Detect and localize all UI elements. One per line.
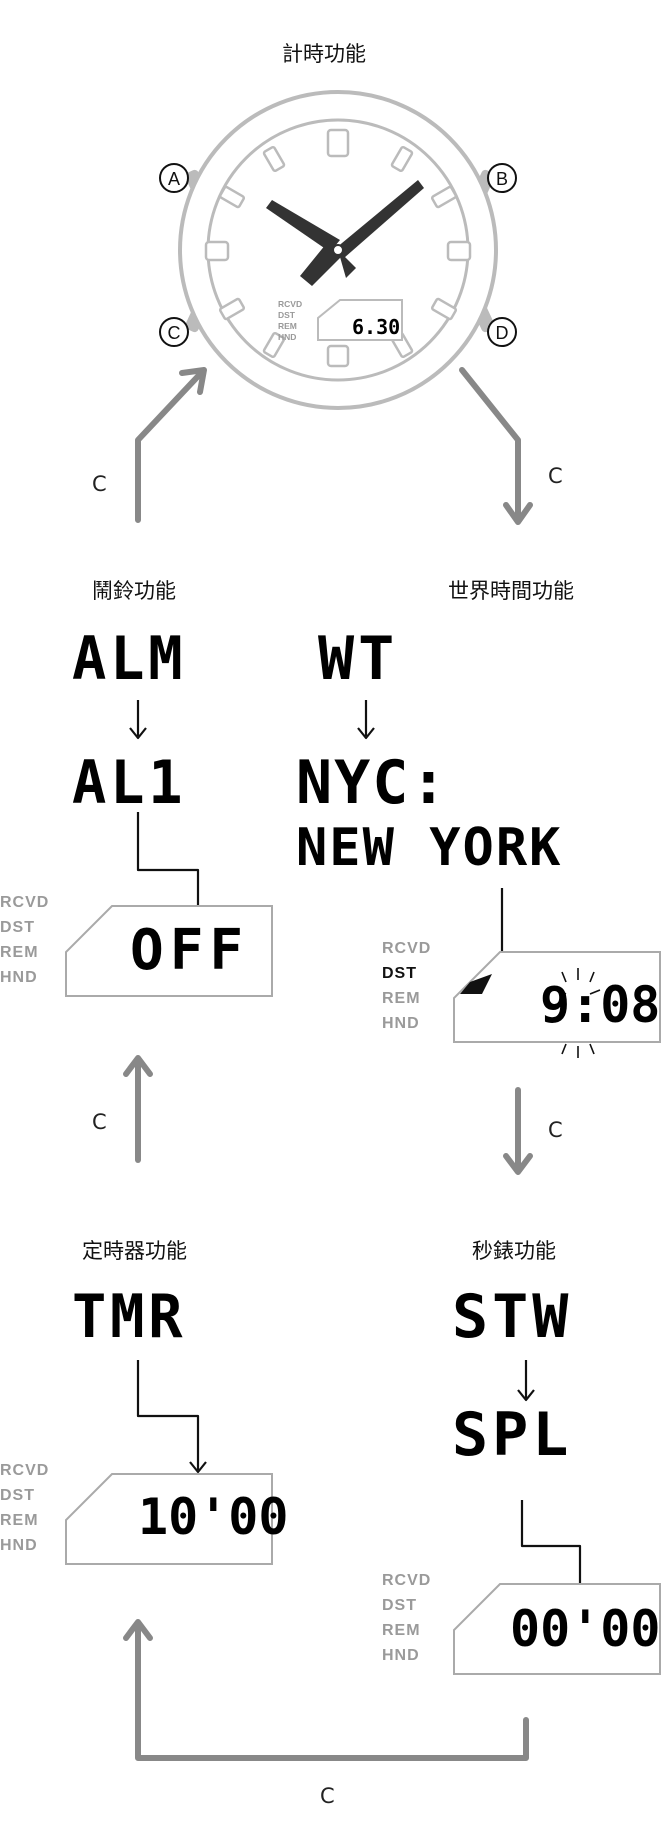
button-a-label: A (168, 169, 180, 189)
watch-indicator-hnd: HND (278, 332, 296, 342)
wt-mode-text: WT (318, 624, 399, 694)
arrowhead-time-to-wt (503, 502, 533, 525)
hour-hand-back (266, 200, 340, 252)
indicator-rcvd: RCVD (0, 894, 50, 911)
connector-spl-value (520, 1500, 582, 1600)
lcd-panel-timer (65, 1473, 273, 1565)
connector-tmr-value (136, 1360, 200, 1470)
lcd-panel-world-time (453, 951, 661, 1043)
button-d-label: D (496, 323, 509, 343)
c-label-time-to-wt: C (548, 464, 563, 488)
dst-flag-icon (460, 974, 492, 994)
lcd-panel-stopwatch (453, 1583, 661, 1675)
arrowhead-wt-to-stw (503, 1153, 533, 1175)
title-alarm: 鬧鈴功能 (92, 579, 176, 603)
wt-city-line2: NEW YORK (296, 818, 563, 878)
timer-mode-text: TMR (72, 1282, 187, 1352)
indicator-hnd: HND (0, 969, 38, 986)
title-stopwatch: 秒錶功能 (472, 1239, 556, 1263)
arrowhead-alarm-to-time (179, 367, 207, 395)
minute-hand (336, 180, 424, 258)
indicator-rem: REM (382, 1622, 421, 1639)
c-label-wt-to-stw: C (548, 1118, 563, 1142)
indicators-stopwatch: RCVD DST REM HND (382, 1568, 431, 1668)
timer-value-text: 10'00 (138, 1488, 289, 1546)
title-timekeeping: 計時功能 (282, 42, 366, 66)
connector-al1-off (136, 812, 200, 922)
indicator-dst: DST (0, 919, 35, 936)
counterweight (338, 250, 356, 278)
arrow-stw-to-tmr (135, 1621, 529, 1761)
title-timer: 定時器功能 (82, 1239, 187, 1263)
connector-alm-al1-head (129, 727, 147, 740)
button-c-label: C (168, 323, 181, 343)
stopwatch-item-text: SPL (452, 1400, 573, 1470)
watch-indicator-rem: REM (278, 321, 297, 331)
button-a-marker (159, 163, 189, 193)
c-label-tmr-to-alm: C (92, 1110, 107, 1134)
watch-lcd-window (317, 299, 403, 341)
arrowhead-tmr-to-alm (123, 1055, 153, 1077)
alarm-mode-text: ALM (72, 624, 187, 694)
indicator-hnd: HND (0, 1537, 38, 1554)
indicator-rcvd: RCVD (382, 1572, 432, 1589)
indicator-hnd: HND (382, 1015, 420, 1032)
indicators-timer: RCVD DST REM HND (0, 1458, 49, 1558)
wt-time-text: 9:08 (540, 976, 661, 1034)
indicators-alarm: RCVD DST REM HND (0, 890, 49, 990)
button-b-label: B (496, 169, 508, 189)
flashing-marks-icon (555, 968, 601, 1058)
indicator-dst-active: DST (382, 965, 417, 982)
indicator-rcvd: RCVD (0, 1462, 50, 1479)
wt-city-line1: NYC: (296, 748, 449, 818)
indicator-rem: REM (0, 1512, 39, 1529)
indicator-rcvd: RCVD (382, 940, 432, 957)
arrow-time-to-wt (459, 367, 521, 523)
connector-tmr-value-head (189, 1461, 207, 1474)
watch-indicator-rcvd: RCVD (278, 299, 302, 309)
indicator-rem: REM (0, 944, 39, 961)
arrow-alarm-to-time (135, 369, 205, 523)
indicators-world-time: RCVD DST REM HND (382, 936, 431, 1036)
button-c-marker (159, 317, 189, 347)
lcd-panel-alarm (65, 905, 273, 997)
watch-lcd-time: 6.30 (352, 315, 400, 339)
indicator-dst: DST (0, 1487, 35, 1504)
indicator-dst: DST (382, 1597, 417, 1614)
hour-markers (204, 128, 472, 368)
alarm-item-text: AL1 (72, 748, 187, 818)
c-label-alarm-to-time: C (92, 472, 107, 496)
indicator-rem: REM (382, 990, 421, 1007)
stopwatch-value-text: 00'00 (510, 1600, 661, 1658)
connector-wt-nyc-head (357, 727, 375, 740)
watch-indicator-dst: DST (278, 310, 296, 320)
alarm-value-text: OFF (130, 918, 250, 983)
stopwatch-mode-text: STW (452, 1282, 573, 1352)
button-d-marker (487, 317, 517, 347)
arrowhead-stw-to-tmr (123, 1619, 153, 1641)
c-label-stw-to-tmr: C (320, 1784, 335, 1808)
hand-pivot (332, 244, 344, 256)
connector-stw-spl-head (517, 1389, 535, 1402)
indicator-hnd: HND (382, 1647, 420, 1664)
hour-hand (300, 244, 342, 286)
title-world-time: 世界時間功能 (448, 579, 574, 603)
watch-illustration: A B C D RCVD DST REM HND 6.30 (159, 90, 517, 410)
button-b-marker (487, 163, 517, 193)
